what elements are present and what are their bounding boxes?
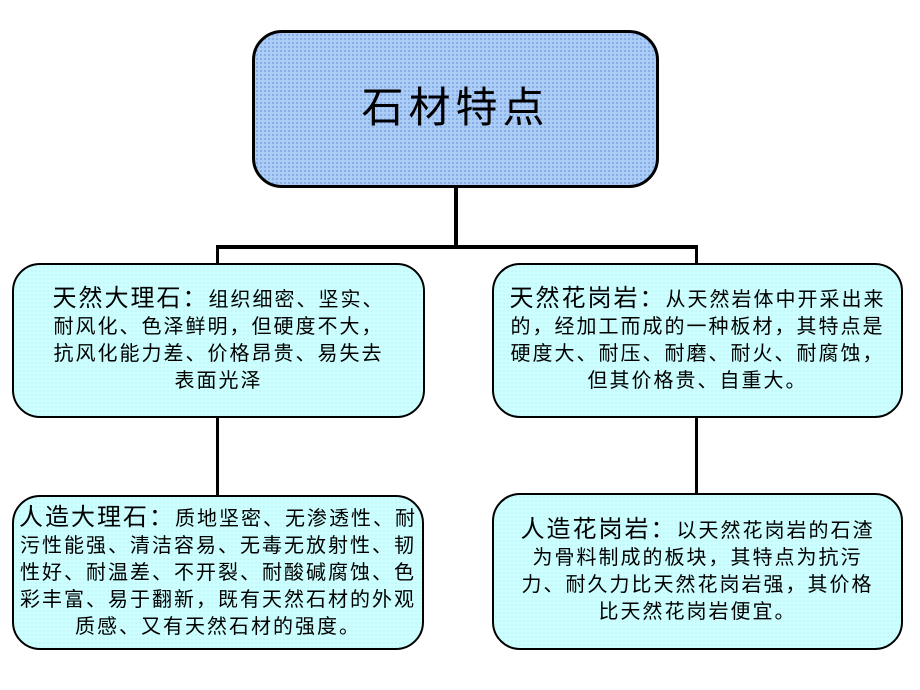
node-artificial-marble: 人造大理石：质地坚密、无渗透性、耐 污性能强、清洁容易、无毒无放射性、韧 性好、…	[12, 495, 424, 650]
node-natural-marble-text: 天然大理石：组织细密、坚实、 耐风化、色泽鲜明，但硬度不大， 抗风化能力差、价格…	[53, 286, 385, 395]
node-artificial-granite: 人造花岗岩：以天然花岗岩的石渣 为骨料制成的板块，其特点为抗污 力、耐久力比天然…	[492, 493, 903, 650]
node-natural-marble: 天然大理石：组织细密、坚实、 耐风化、色泽鲜明，但硬度不大， 抗风化能力差、价格…	[12, 263, 425, 418]
root-node-label: 石材特点	[361, 86, 550, 132]
connector-root-vertical	[454, 187, 458, 247]
node-artificial-marble-text: 人造大理石：质地坚密、无渗透性、耐 污性能强、清洁容易、无毒无放射性、韧 性好、…	[19, 505, 417, 641]
node-artificial-marble-label: 人造大理石：	[19, 504, 175, 531]
node-natural-marble-label: 天然大理石：	[52, 286, 209, 312]
node-natural-granite-text: 天然花岗岩：从天然岩体中开采出来 的，经加工而成的一种板材，其特点是 硬度大、耐…	[510, 286, 886, 395]
connector-drop-left	[216, 245, 219, 264]
node-artificial-marble-body: 质地坚密、无渗透性、耐 污性能强、清洁容易、无毒无放射性、韧 性好、耐温差、不开…	[20, 507, 417, 638]
connector-left-column-vertical	[216, 417, 219, 496]
node-natural-granite-body: 从天然岩体中开采出来 的，经加工而成的一种板材，其特点是 硬度大、耐压、耐磨、耐…	[510, 289, 886, 392]
connector-right-column-vertical	[695, 417, 698, 494]
node-artificial-granite-body: 以天然花岗岩的石渣 为骨料制成的板块，其特点为抗污 力、耐久力比天然花岗岩强，其…	[521, 520, 875, 623]
node-artificial-granite-text: 人造花岗岩：以天然花岗岩的石渣 为骨料制成的板块，其特点为抗污 力、耐久力比天然…	[521, 517, 875, 626]
node-artificial-granite-label: 人造花岗岩：	[520, 517, 677, 543]
connector-bracket-horizontal	[216, 245, 698, 249]
node-natural-granite: 天然花岗岩：从天然岩体中开采出来 的，经加工而成的一种板材，其特点是 硬度大、耐…	[492, 263, 903, 418]
connector-drop-right	[695, 245, 698, 264]
root-node: 石材特点	[252, 30, 659, 188]
node-natural-marble-body: 组织细密、坚实、 耐风化、色泽鲜明，但硬度不大， 抗风化能力差、价格昂贵、易失去…	[53, 289, 385, 392]
node-natural-granite-label: 天然花岗岩：	[509, 286, 666, 312]
